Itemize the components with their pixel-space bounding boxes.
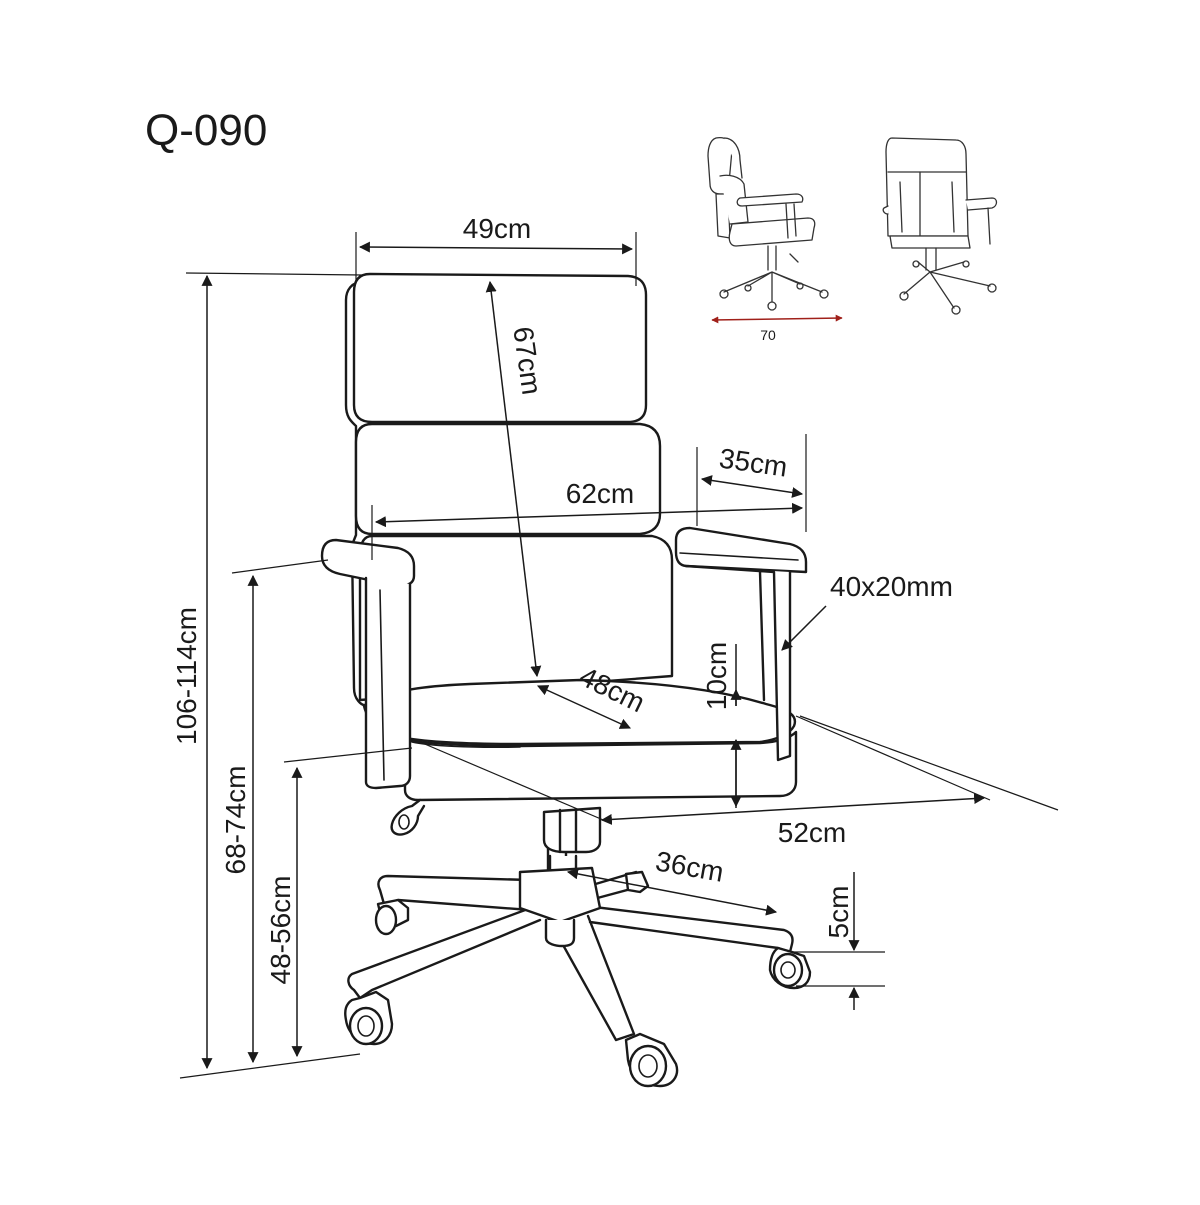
label-seat-height: 48-56cm (265, 876, 296, 985)
label-caster-height: 5cm (823, 886, 854, 939)
label-depth: 52cm (778, 817, 846, 848)
label-armrest-section: 40x20mm (830, 571, 953, 602)
label-backrest-width: 49cm (463, 213, 531, 244)
caster-right-back (624, 870, 650, 894)
dimension-lines (179, 232, 1059, 1079)
seat-base (403, 730, 798, 802)
label-armrest-height: 68-74cm (220, 766, 251, 875)
label-seat-thickness: 10cm (701, 642, 732, 710)
label-overall-width: 62cm (566, 478, 634, 509)
chair-back-view-thumbnail (882, 137, 998, 315)
caster-left-back (374, 898, 410, 936)
star-base (347, 870, 794, 1042)
caster-front (624, 1032, 679, 1088)
model-title: Q-090 (145, 106, 267, 155)
caster-left-front (344, 990, 394, 1046)
chair-main-view (320, 272, 812, 1088)
caster-right (768, 946, 812, 990)
label-base-radius: 36cm (653, 845, 726, 887)
label-armrest-length: 35cm (717, 442, 789, 482)
backrest-top-cushion (352, 272, 648, 424)
label-total-height: 106-114cm (171, 607, 202, 745)
armrest-right (674, 526, 808, 574)
label-side-depth: 70 (760, 327, 776, 343)
chair-side-view-thumbnail: 70 (707, 136, 843, 343)
